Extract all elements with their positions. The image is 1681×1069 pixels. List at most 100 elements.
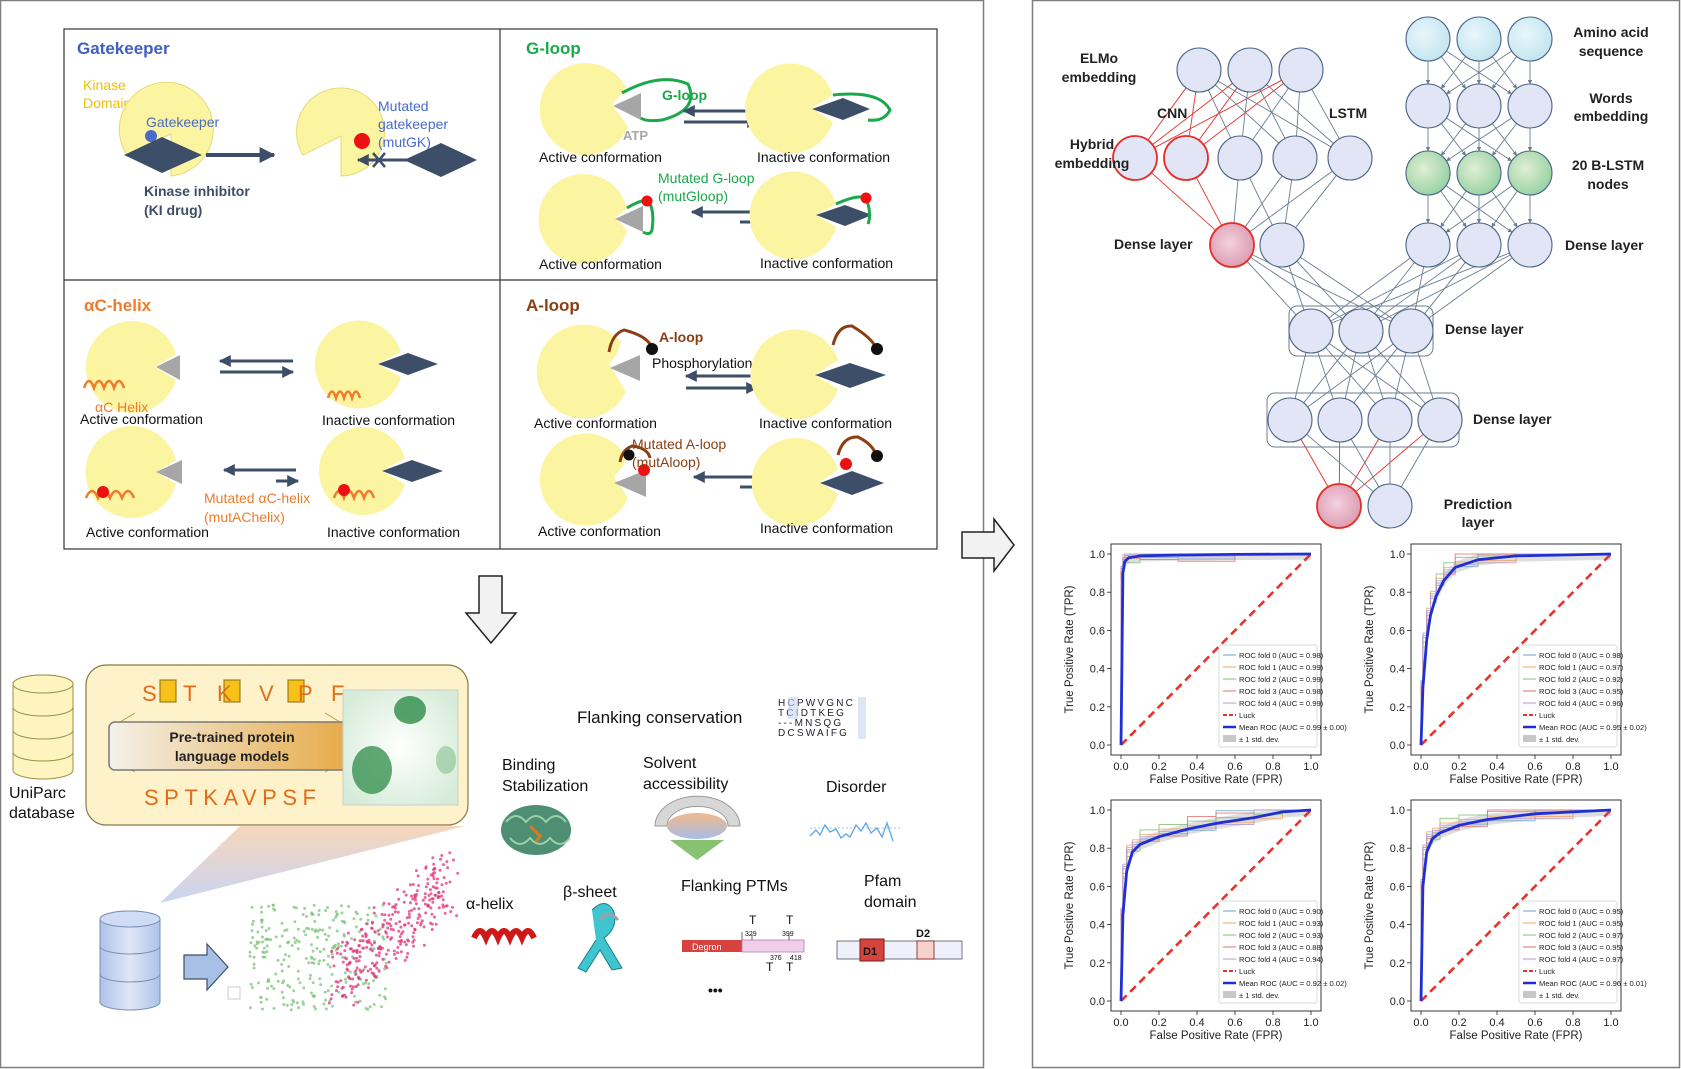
- umap-point-pink: [403, 923, 407, 927]
- umap-point-pink: [441, 903, 445, 907]
- umap-point-green: [283, 929, 287, 933]
- umap-point-pink: [431, 856, 435, 860]
- aloop-inactive-drug-icon: [815, 363, 886, 388]
- umap-point-green: [267, 977, 270, 981]
- umap-point-green: [285, 1003, 289, 1007]
- x-tick-label: 0.8: [1265, 761, 1280, 773]
- x-axis-label: False Positive Rate (FPR): [1450, 1030, 1583, 1042]
- umap-point-pink: [398, 920, 402, 924]
- blstm-node-1: [1456, 150, 1502, 196]
- network-edge: [1440, 190, 1467, 228]
- legend-label-7: ± 1 std. dev.: [1239, 991, 1280, 1000]
- umap-point-green: [287, 965, 291, 968]
- right-arrow-small-icon: [183, 942, 229, 992]
- umap-point-pink: [422, 925, 426, 929]
- dense-mid2-node-3: [1417, 397, 1463, 443]
- umap-point-pink: [448, 880, 452, 884]
- network-edge: [1400, 438, 1430, 488]
- y-axis-label: True Positive Rate (TPR): [1064, 585, 1076, 713]
- umap-point-pink: [389, 927, 393, 931]
- ptm-pos-2: 399: [782, 931, 794, 938]
- umap-point-green: [378, 993, 382, 997]
- msa-row-1: TCIDTKEG: [778, 708, 846, 719]
- umap-point-green: [366, 913, 370, 917]
- network-edge: [1417, 351, 1434, 400]
- legend-label-5: Luck: [1539, 967, 1555, 976]
- umap-point-pink: [371, 921, 374, 925]
- y-tick-label: 1.0: [1390, 549, 1405, 561]
- amino-node-2: [1507, 16, 1553, 62]
- flanking-conservation-label: Flanking conservation: [577, 708, 742, 727]
- umap-point-pink: [407, 912, 411, 916]
- network-edge: [1428, 257, 1513, 319]
- aloop-inactive-pacman-icon: [750, 329, 838, 420]
- umap-point-pink: [446, 866, 450, 870]
- legend-label-2: ROC fold 2 (AUC = 0.97): [1539, 931, 1624, 940]
- beta-sheet-label: β-sheet: [563, 884, 617, 901]
- network-edge: [1491, 190, 1518, 228]
- umap-point-green: [280, 969, 284, 973]
- umap-point-green: [337, 990, 341, 994]
- y-tick-label: 0.2: [1390, 958, 1405, 970]
- umap-point-green: [326, 989, 330, 993]
- umap-point-green: [280, 962, 284, 966]
- achelix-inactive-pacman-icon: [314, 320, 401, 409]
- ptm-bar: [741, 939, 805, 953]
- dense-mid1-node-1: [1338, 308, 1384, 354]
- umap-point-pink: [387, 913, 391, 917]
- prediction-label-2: layer: [1462, 514, 1495, 530]
- ki-drug-label-2: (KI drug): [144, 202, 202, 218]
- x-axis-label: False Positive Rate (FPR): [1150, 1030, 1283, 1042]
- x-tick-label: 1.0: [1603, 761, 1618, 773]
- network-edge-red: [1147, 87, 1187, 141]
- aloop-active2-label: Active conformation: [538, 523, 661, 539]
- roc-fold-4-line: [1420, 553, 1611, 745]
- mutated-gk-label: Mutated: [378, 98, 429, 114]
- umap-point-green: [260, 910, 264, 914]
- umap-point-green: [323, 932, 327, 936]
- umap-point-green: [319, 983, 323, 987]
- umap-point-pink: [399, 940, 403, 944]
- umap-point-green: [321, 928, 325, 932]
- umap-point-green: [318, 977, 322, 981]
- umap-point-green: [324, 1007, 328, 1011]
- umap-point-pink: [432, 862, 436, 866]
- blstm-node-0: [1405, 150, 1451, 196]
- umap-point-green: [315, 947, 319, 950]
- x-tick-label: 0.8: [1565, 1017, 1580, 1029]
- umap-point-green: [292, 989, 296, 993]
- dense-left-label: Dense layer: [1114, 236, 1193, 252]
- dense-mid2-node-2: [1367, 397, 1413, 443]
- ptm-pos-1: 329: [745, 931, 757, 938]
- umap-point-pink: [355, 959, 358, 963]
- umap-point-pink: [341, 940, 344, 944]
- umap-point-green: [334, 910, 338, 914]
- umap-point-pink: [415, 921, 419, 925]
- network-edge: [1244, 175, 1283, 228]
- umap-point-pink: [417, 907, 421, 911]
- achelix-mut-atp-icon: [156, 460, 182, 484]
- umap-point-green: [361, 982, 365, 986]
- umap-point-green: [364, 981, 368, 985]
- umap-point-pink: [435, 881, 439, 885]
- umap-point-green: [272, 907, 276, 911]
- umap-point-green: [359, 917, 363, 921]
- umap-point-green: [249, 941, 253, 945]
- umap-point-pink: [387, 960, 391, 964]
- gloop-active-pacman-icon: [539, 63, 628, 156]
- umap-point-pink: [335, 989, 338, 993]
- umap-point-green: [343, 971, 347, 975]
- amino-node-1: [1456, 16, 1502, 62]
- umap-point-green: [285, 928, 289, 932]
- network-edge: [1294, 352, 1307, 399]
- legend-swatch-std: [1223, 735, 1236, 742]
- amino-node-0: [1405, 16, 1451, 62]
- umap-point-green: [266, 986, 269, 990]
- umap-point-green: [309, 991, 313, 995]
- umap-point-pink: [394, 922, 398, 926]
- umap-point-green: [248, 950, 252, 954]
- umap-point-green: [309, 973, 312, 977]
- umap-point-pink: [349, 947, 353, 951]
- umap-point-pink: [397, 939, 401, 943]
